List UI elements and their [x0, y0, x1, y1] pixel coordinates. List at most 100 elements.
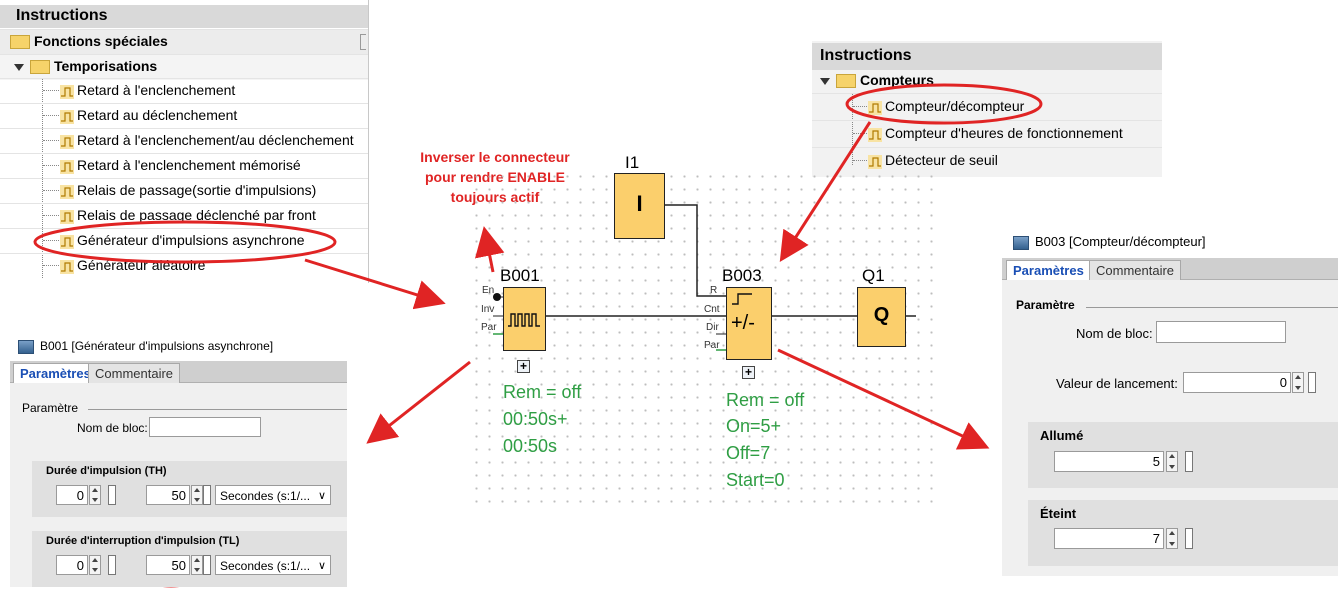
timer-function-icon — [60, 208, 74, 225]
th-unit-select[interactable]: Secondes (s:1/...∨ — [215, 485, 331, 505]
block-properties-icon — [18, 339, 34, 354]
tree-item-counter[interactable]: Compteur/décompteur — [868, 94, 1024, 119]
block-q1-name: Q1 — [862, 266, 885, 285]
tl-label: Durée d'interruption d'impulsion (TL) — [46, 535, 240, 547]
tree-item-label: Relais de passage déclenché par front — [77, 207, 316, 223]
tree-item-label: Retard à l'enclenchement/au déclenchemen… — [77, 132, 354, 148]
folder-special-label: Fonctions spéciales — [34, 33, 168, 49]
pin-dir: Dir — [706, 322, 719, 333]
tree-item-timer[interactable]: Retard à l'enclenchement — [60, 78, 235, 103]
b003-param-rem: Rem = off — [726, 390, 805, 410]
start-value-link[interactable] — [1308, 372, 1316, 393]
start-value-input[interactable]: 0 — [1183, 372, 1291, 393]
timer-function-icon — [60, 258, 74, 275]
on-value-input[interactable]: 5 — [1054, 451, 1164, 472]
folder-counters[interactable]: Compteurs — [820, 68, 934, 93]
on-label: Allumé — [1040, 428, 1084, 443]
start-value-label: Valeur de lancement: — [1056, 376, 1178, 391]
tree-item-label: Retard à l'enclenchement — [77, 82, 236, 98]
block-name-label: Nom de bloc: — [1076, 326, 1153, 341]
tl-minutes-spinner[interactable] — [89, 555, 101, 575]
timer-function-icon — [60, 158, 74, 175]
block-i1[interactable]: I — [614, 173, 665, 239]
timer-function-icon — [60, 83, 74, 100]
block-name-input[interactable] — [149, 417, 261, 437]
block-b003-name: B003 — [722, 266, 762, 285]
tree-item-counter[interactable]: Compteur d'heures de fonctionnement — [868, 121, 1123, 146]
th-label: Durée d'impulsion (TH) — [46, 465, 167, 477]
expand-plus-icon[interactable]: + — [742, 366, 755, 379]
off-value-input[interactable]: 7 — [1054, 528, 1164, 549]
tree-item-counter[interactable]: Détecteur de seuil — [868, 148, 998, 173]
expand-arrow-icon[interactable] — [14, 63, 24, 71]
pin-cnt: Cnt — [704, 304, 720, 315]
dialog-b001-title: B001 [Générateur d'impulsions asynchrone… — [18, 339, 273, 354]
tl-minutes-input[interactable]: 0 — [56, 555, 88, 575]
tree-item-label: Relais de passage(sortie d'impulsions) — [77, 182, 317, 198]
dialog-b001: Paramètres Commentaire Paramètre Nom de … — [10, 361, 347, 587]
tree-item-label: Retard au déclenchement — [77, 107, 238, 123]
th-minutes-spinner[interactable] — [89, 485, 101, 505]
tl-seconds-spinner[interactable] — [191, 555, 203, 575]
pin-par: Par — [704, 340, 720, 351]
expand-arrow-icon[interactable] — [820, 77, 830, 85]
b001-param-tl: 00:50s — [503, 436, 558, 456]
block-b003[interactable]: +/- — [726, 287, 772, 360]
timer-function-icon — [60, 233, 74, 250]
block-name-input[interactable] — [1156, 321, 1286, 343]
chevron-down-icon: ∨ — [317, 490, 326, 502]
th-seconds-link[interactable] — [203, 485, 211, 505]
right-instructions-tree: Instructions Compteurs Compteur/décompte… — [812, 41, 1162, 177]
pin-r: R — [710, 285, 718, 296]
b003-param-on: On=5+ — [726, 416, 782, 436]
tree-item-timer[interactable]: Retard à l'enclenchement/au déclenchemen… — [60, 128, 354, 153]
tl-seconds-link[interactable] — [203, 555, 211, 575]
tree-item-timer[interactable]: Retard à l'enclenchement mémorisé — [60, 153, 301, 178]
folder-counters-label: Compteurs — [860, 72, 934, 88]
tree-item-label: Retard à l'enclenchement mémorisé — [77, 157, 301, 173]
tree-item-timer[interactable]: Relais de passage(sortie d'impulsions) — [60, 178, 316, 203]
folder-icon — [836, 74, 856, 89]
folder-icon — [30, 60, 50, 75]
off-value-spinner[interactable] — [1166, 528, 1178, 549]
th-seconds-input[interactable]: 50 — [146, 485, 190, 505]
timer-function-icon — [60, 183, 74, 200]
pin-inv: Inv — [481, 304, 495, 315]
block-name-label: Nom de bloc: — [77, 421, 148, 435]
tl-unit-select[interactable]: Secondes (s:1/...∨ — [215, 555, 331, 575]
expand-plus-icon[interactable]: + — [517, 360, 530, 373]
folder-special-functions[interactable]: Fonctions spéciales — [10, 29, 168, 54]
off-label: Éteint — [1040, 506, 1077, 521]
tree-header: Instructions — [0, 5, 368, 28]
tab-parameters[interactable]: Paramètres — [1006, 260, 1091, 280]
tl-seconds-input[interactable]: 50 — [146, 555, 190, 575]
tree-item-timer[interactable]: Générateur d'impulsions asynchrone — [60, 228, 305, 253]
off-value-link[interactable] — [1185, 528, 1193, 549]
block-properties-icon — [1013, 235, 1029, 250]
block-b001[interactable] — [503, 287, 546, 351]
block-q1[interactable]: Q — [857, 287, 906, 347]
start-value-spinner[interactable] — [1292, 372, 1304, 393]
on-value-link[interactable] — [1185, 451, 1193, 472]
timer-function-icon — [60, 108, 74, 125]
tree-item-timer[interactable]: Relais de passage déclenché par front — [60, 203, 316, 228]
folder-timers-label: Temporisations — [54, 58, 158, 74]
tree-item-label: Compteur/décompteur — [885, 98, 1025, 114]
tab-parameters[interactable]: Paramètres — [13, 363, 98, 383]
tree-header: Instructions — [812, 43, 1162, 70]
block-i1-symbol: I — [636, 191, 643, 216]
th-seconds-spinner[interactable] — [191, 485, 203, 505]
block-b001-name: B001 — [500, 266, 540, 285]
tree-item-label: Détecteur de seuil — [885, 152, 998, 168]
tl-minutes-link[interactable] — [108, 555, 116, 575]
th-minutes-input[interactable]: 0 — [56, 485, 88, 505]
folder-timers[interactable]: Temporisations — [14, 54, 157, 79]
tab-comment[interactable]: Commentaire — [1089, 260, 1182, 280]
on-value-spinner[interactable] — [1166, 451, 1178, 472]
tab-comment[interactable]: Commentaire — [88, 363, 181, 383]
tl-unit-value: Secondes (s:1/... — [220, 559, 311, 573]
th-minutes-link[interactable] — [108, 485, 116, 505]
tree-item-timer[interactable]: Retard au déclenchement — [60, 103, 237, 128]
tree-item-label: Générateur d'impulsions asynchrone — [77, 232, 305, 248]
